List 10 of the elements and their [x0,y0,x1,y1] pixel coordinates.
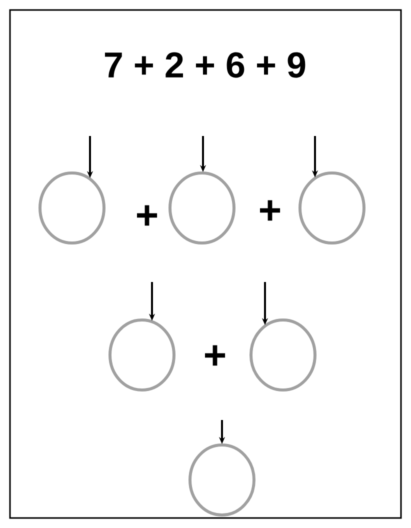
empty-circle [108,318,176,392]
empty-circle [298,172,366,244]
title: 7 + 2 + 6 + 9 [104,52,306,78]
empty-circle [168,172,236,244]
empty-circle [250,318,316,392]
plus-sign: + [137,205,158,226]
empty-circle [188,444,256,516]
plus-sign: + [260,200,280,221]
plus-sign: + [205,345,226,366]
empty-circle [38,172,106,244]
